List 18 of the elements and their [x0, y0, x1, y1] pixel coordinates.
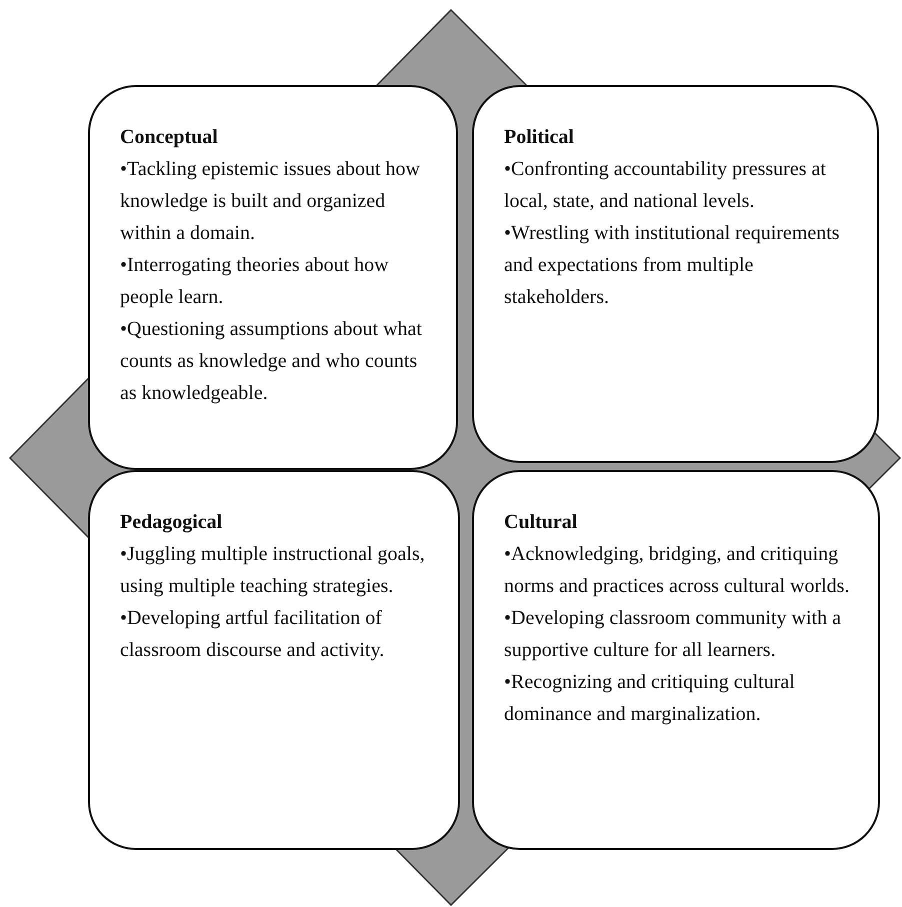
category-card	[472, 470, 880, 850]
bullet-item: •Recognizing and critiquing cultural dominance and marginalization.	[504, 670, 796, 727]
bullet-item: •Questioning assumptions about what counts as knowledge and who counts as knowledgeable.	[120, 317, 423, 406]
card-heading: Conceptual	[120, 125, 219, 150]
bullet-item: •Acknowledging, bridging, and critiquing norms and practices across cultural worlds.	[504, 542, 850, 599]
category-card	[472, 85, 879, 463]
bullet-item: •Developing classroom community with a supportive culture for all learners.	[504, 606, 842, 663]
bullet-item: •Tackling epistemic issues about how knowledge is built and organized within a domain.	[120, 157, 421, 246]
card-heading: Political	[504, 125, 575, 150]
category-card	[88, 470, 460, 850]
card-heading: Pedagogical	[120, 510, 224, 535]
bullet-item: •Juggling multiple instructional goals, using multiple teaching strategies.	[120, 542, 426, 599]
bullet-item: •Developing artful facilitation of classroom discourse and activity.	[120, 606, 386, 663]
category-card	[88, 85, 458, 470]
bullet-item: •Wrestling with institutional requirements and expectations from multiple stakeholders.	[504, 221, 841, 310]
card-heading: Cultural	[504, 510, 578, 535]
bullet-item: •Interrogating theories about how people learn.	[120, 253, 390, 310]
bullet-item: •Confronting accountability pressures at local, state, and national levels.	[504, 157, 827, 214]
